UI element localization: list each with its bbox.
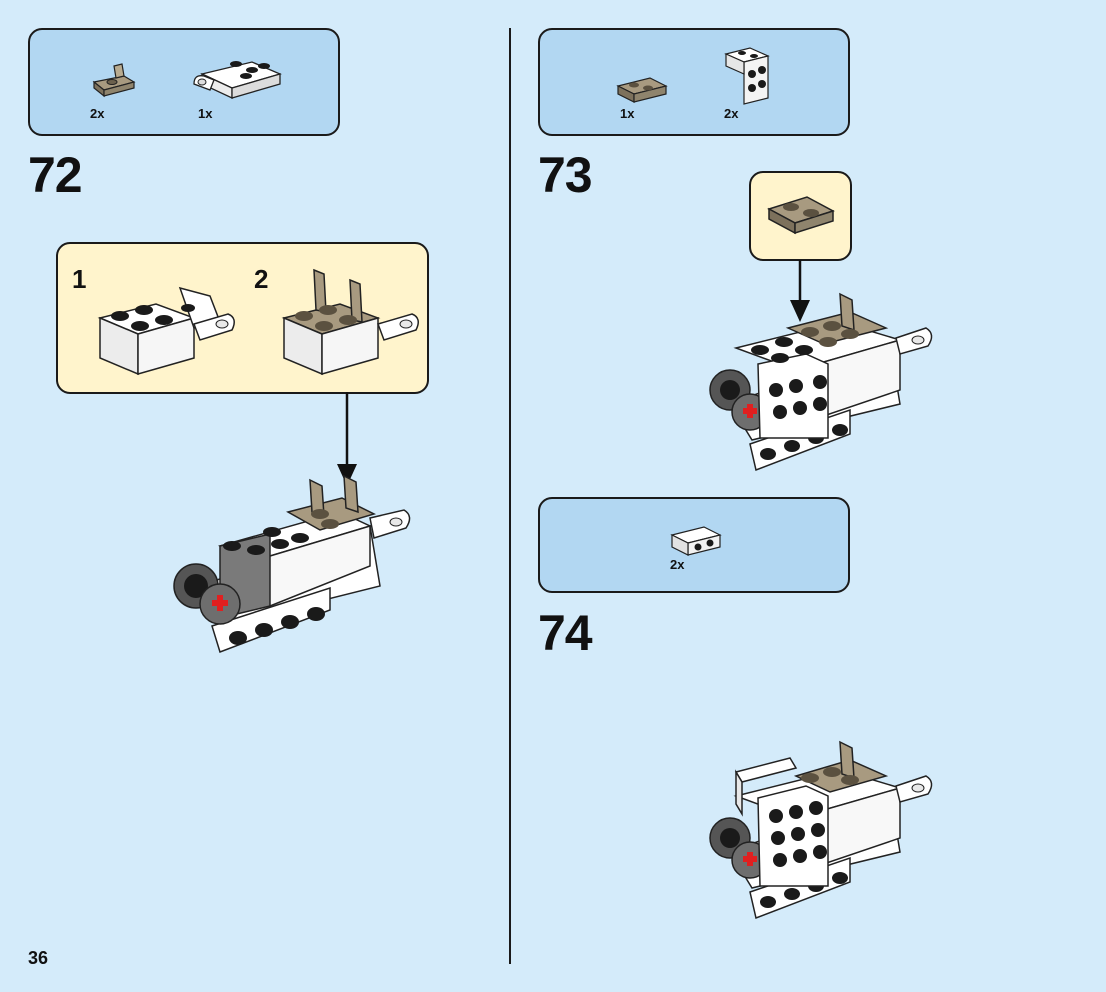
part-qty: 1x <box>620 106 635 121</box>
white-bracket-1x2-icon <box>670 526 722 556</box>
page-number: 36 <box>28 948 49 968</box>
part-qty: 2x <box>90 106 105 121</box>
tan-bracket-icon <box>92 63 136 98</box>
step-number: 74 <box>538 605 593 661</box>
tan-plate-1x2-callout-icon <box>767 196 835 235</box>
step-number: 72 <box>28 147 83 203</box>
step-74-model-illustration <box>709 740 933 920</box>
tan-plate-1x2-icon <box>616 77 668 103</box>
step-73-model-illustration <box>709 292 933 472</box>
parts-box-step-72: 2x 1x <box>28 28 340 136</box>
part-callout <box>749 171 852 261</box>
step-number: 73 <box>538 147 593 203</box>
page-divider <box>509 28 511 964</box>
part-qty: 2x <box>724 106 739 121</box>
white-bracket-2x2-icon <box>724 47 770 105</box>
attach-arrow <box>337 392 357 486</box>
parts-box-step-73: 1x 2x <box>538 28 850 136</box>
substep-number: 1 <box>72 264 87 294</box>
substep-number: 2 <box>254 264 269 294</box>
step-72-model-illustration <box>173 474 411 653</box>
substep-callout: 1 2 <box>56 242 429 394</box>
substep-1-assembly-illustration <box>97 286 235 376</box>
part-qty: 2x <box>670 557 685 572</box>
part-qty: 1x <box>198 106 213 121</box>
attach-arrow <box>790 260 810 322</box>
white-clip-plate-icon <box>193 61 282 100</box>
parts-box-step-74: 2x <box>538 497 850 593</box>
substep-2-assembly-illustration <box>281 268 419 376</box>
